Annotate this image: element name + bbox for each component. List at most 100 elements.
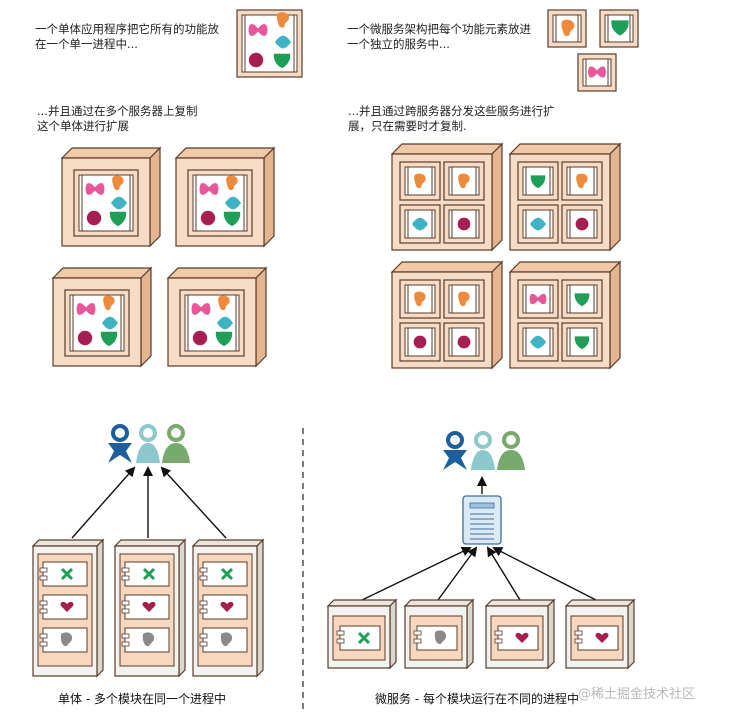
box-top <box>174 147 276 159</box>
monolith-users-icon <box>108 424 190 463</box>
blob-path <box>226 175 238 191</box>
user-head <box>111 424 129 442</box>
module-port <box>199 633 208 639</box>
heart-icon <box>595 632 609 643</box>
micro-server-4 <box>508 260 622 370</box>
module-box <box>339 625 381 651</box>
rack-top <box>403 599 475 607</box>
server-panel <box>64 289 130 357</box>
arrow <box>486 546 521 601</box>
heart-path <box>220 601 234 612</box>
maroon-circle-icon <box>200 210 216 226</box>
blob-path <box>561 19 575 37</box>
service-cell <box>443 279 485 319</box>
green-shield-icon <box>530 175 546 189</box>
blob-path <box>576 173 588 189</box>
box-top <box>166 267 268 279</box>
pink-bowtie-icon <box>85 183 105 195</box>
rack-top <box>484 599 556 607</box>
service-cell <box>561 279 603 319</box>
rack-top <box>564 599 636 607</box>
diamond-path <box>412 217 428 231</box>
service-cell <box>399 322 441 362</box>
service-cell <box>443 161 485 201</box>
circle-path <box>457 335 471 349</box>
box-top <box>508 143 622 155</box>
module-box <box>202 561 248 587</box>
module-port <box>199 600 208 606</box>
orange-blob-icon <box>276 12 290 28</box>
green-shield-icon <box>109 211 127 227</box>
heart-icon <box>515 632 529 643</box>
heart-path <box>60 601 74 612</box>
module-port <box>121 567 130 573</box>
micro-service-server-4 <box>564 598 636 670</box>
maroon-circle-icon <box>86 210 102 226</box>
microservices-users-icon <box>443 431 525 470</box>
service-cell <box>517 322 559 362</box>
rack-side <box>256 538 264 678</box>
bowtie-path <box>191 303 211 315</box>
shield-path <box>530 175 546 189</box>
shield-path <box>100 331 118 347</box>
user-head <box>167 424 185 442</box>
shield-path <box>223 211 241 227</box>
green-shield-icon <box>574 293 590 307</box>
user-head <box>474 431 492 449</box>
diamond-path <box>530 217 546 231</box>
box-top <box>60 147 162 159</box>
pink-bowtie-icon <box>248 24 268 36</box>
box-side <box>491 142 503 252</box>
microservices-description-line-2: 一个独立的服务中... <box>347 37 450 51</box>
module-port <box>336 630 345 636</box>
rack-top <box>191 539 265 547</box>
bowtie-path <box>76 303 96 315</box>
circle-path <box>192 330 208 346</box>
box-side <box>255 266 267 368</box>
orange-blob-icon <box>218 295 230 311</box>
server-panel <box>73 169 139 237</box>
box-top <box>390 143 504 155</box>
orange-blob-icon <box>458 173 470 189</box>
orange-blob-icon <box>103 295 115 311</box>
green-shield-icon <box>574 336 590 350</box>
module-port <box>121 641 130 647</box>
module-box <box>124 627 170 653</box>
circle-path <box>86 210 102 226</box>
arrow <box>71 466 136 539</box>
diamond-path <box>217 316 233 330</box>
user-body <box>162 443 190 463</box>
monolith-scaling-description: ...并且通过在多个服务器上复制 这个单体进行扩展 <box>37 104 197 134</box>
micro-service-server-1 <box>326 598 398 670</box>
rack-top <box>113 539 187 547</box>
diamond-path <box>530 335 546 349</box>
box-side <box>491 260 503 370</box>
user-head <box>446 431 464 449</box>
teal-diamond-icon <box>530 217 546 231</box>
heart-path <box>515 632 529 643</box>
user-body <box>136 443 160 463</box>
teal-diamond-icon <box>225 196 241 210</box>
shield-path <box>109 211 127 227</box>
bowtie-path <box>248 24 268 36</box>
diamond-path <box>102 316 118 330</box>
doc-header <box>469 502 495 509</box>
teal-diamond-icon <box>275 35 291 49</box>
heart-icon <box>220 601 234 612</box>
monolith-server-1 <box>31 538 105 678</box>
monolith-caption: 单体 - 多个模块在同一个进程中 <box>58 692 226 706</box>
service-cell <box>561 204 603 244</box>
service-cell <box>399 279 441 319</box>
service-cell <box>443 204 485 244</box>
microservices-scaling-description: ...并且通过跨服务器分发这些服务进行扩 展，只在需要时才复制. <box>348 104 554 134</box>
x-path <box>357 631 371 645</box>
pink-bowtie-icon <box>191 303 211 315</box>
rack-top <box>326 599 398 607</box>
x-path <box>220 567 234 581</box>
module-port <box>121 575 130 581</box>
micro-server-2 <box>508 142 622 252</box>
monolith-scaling-line-2: 这个单体进行扩展 <box>37 119 129 133</box>
x-path <box>60 567 74 581</box>
